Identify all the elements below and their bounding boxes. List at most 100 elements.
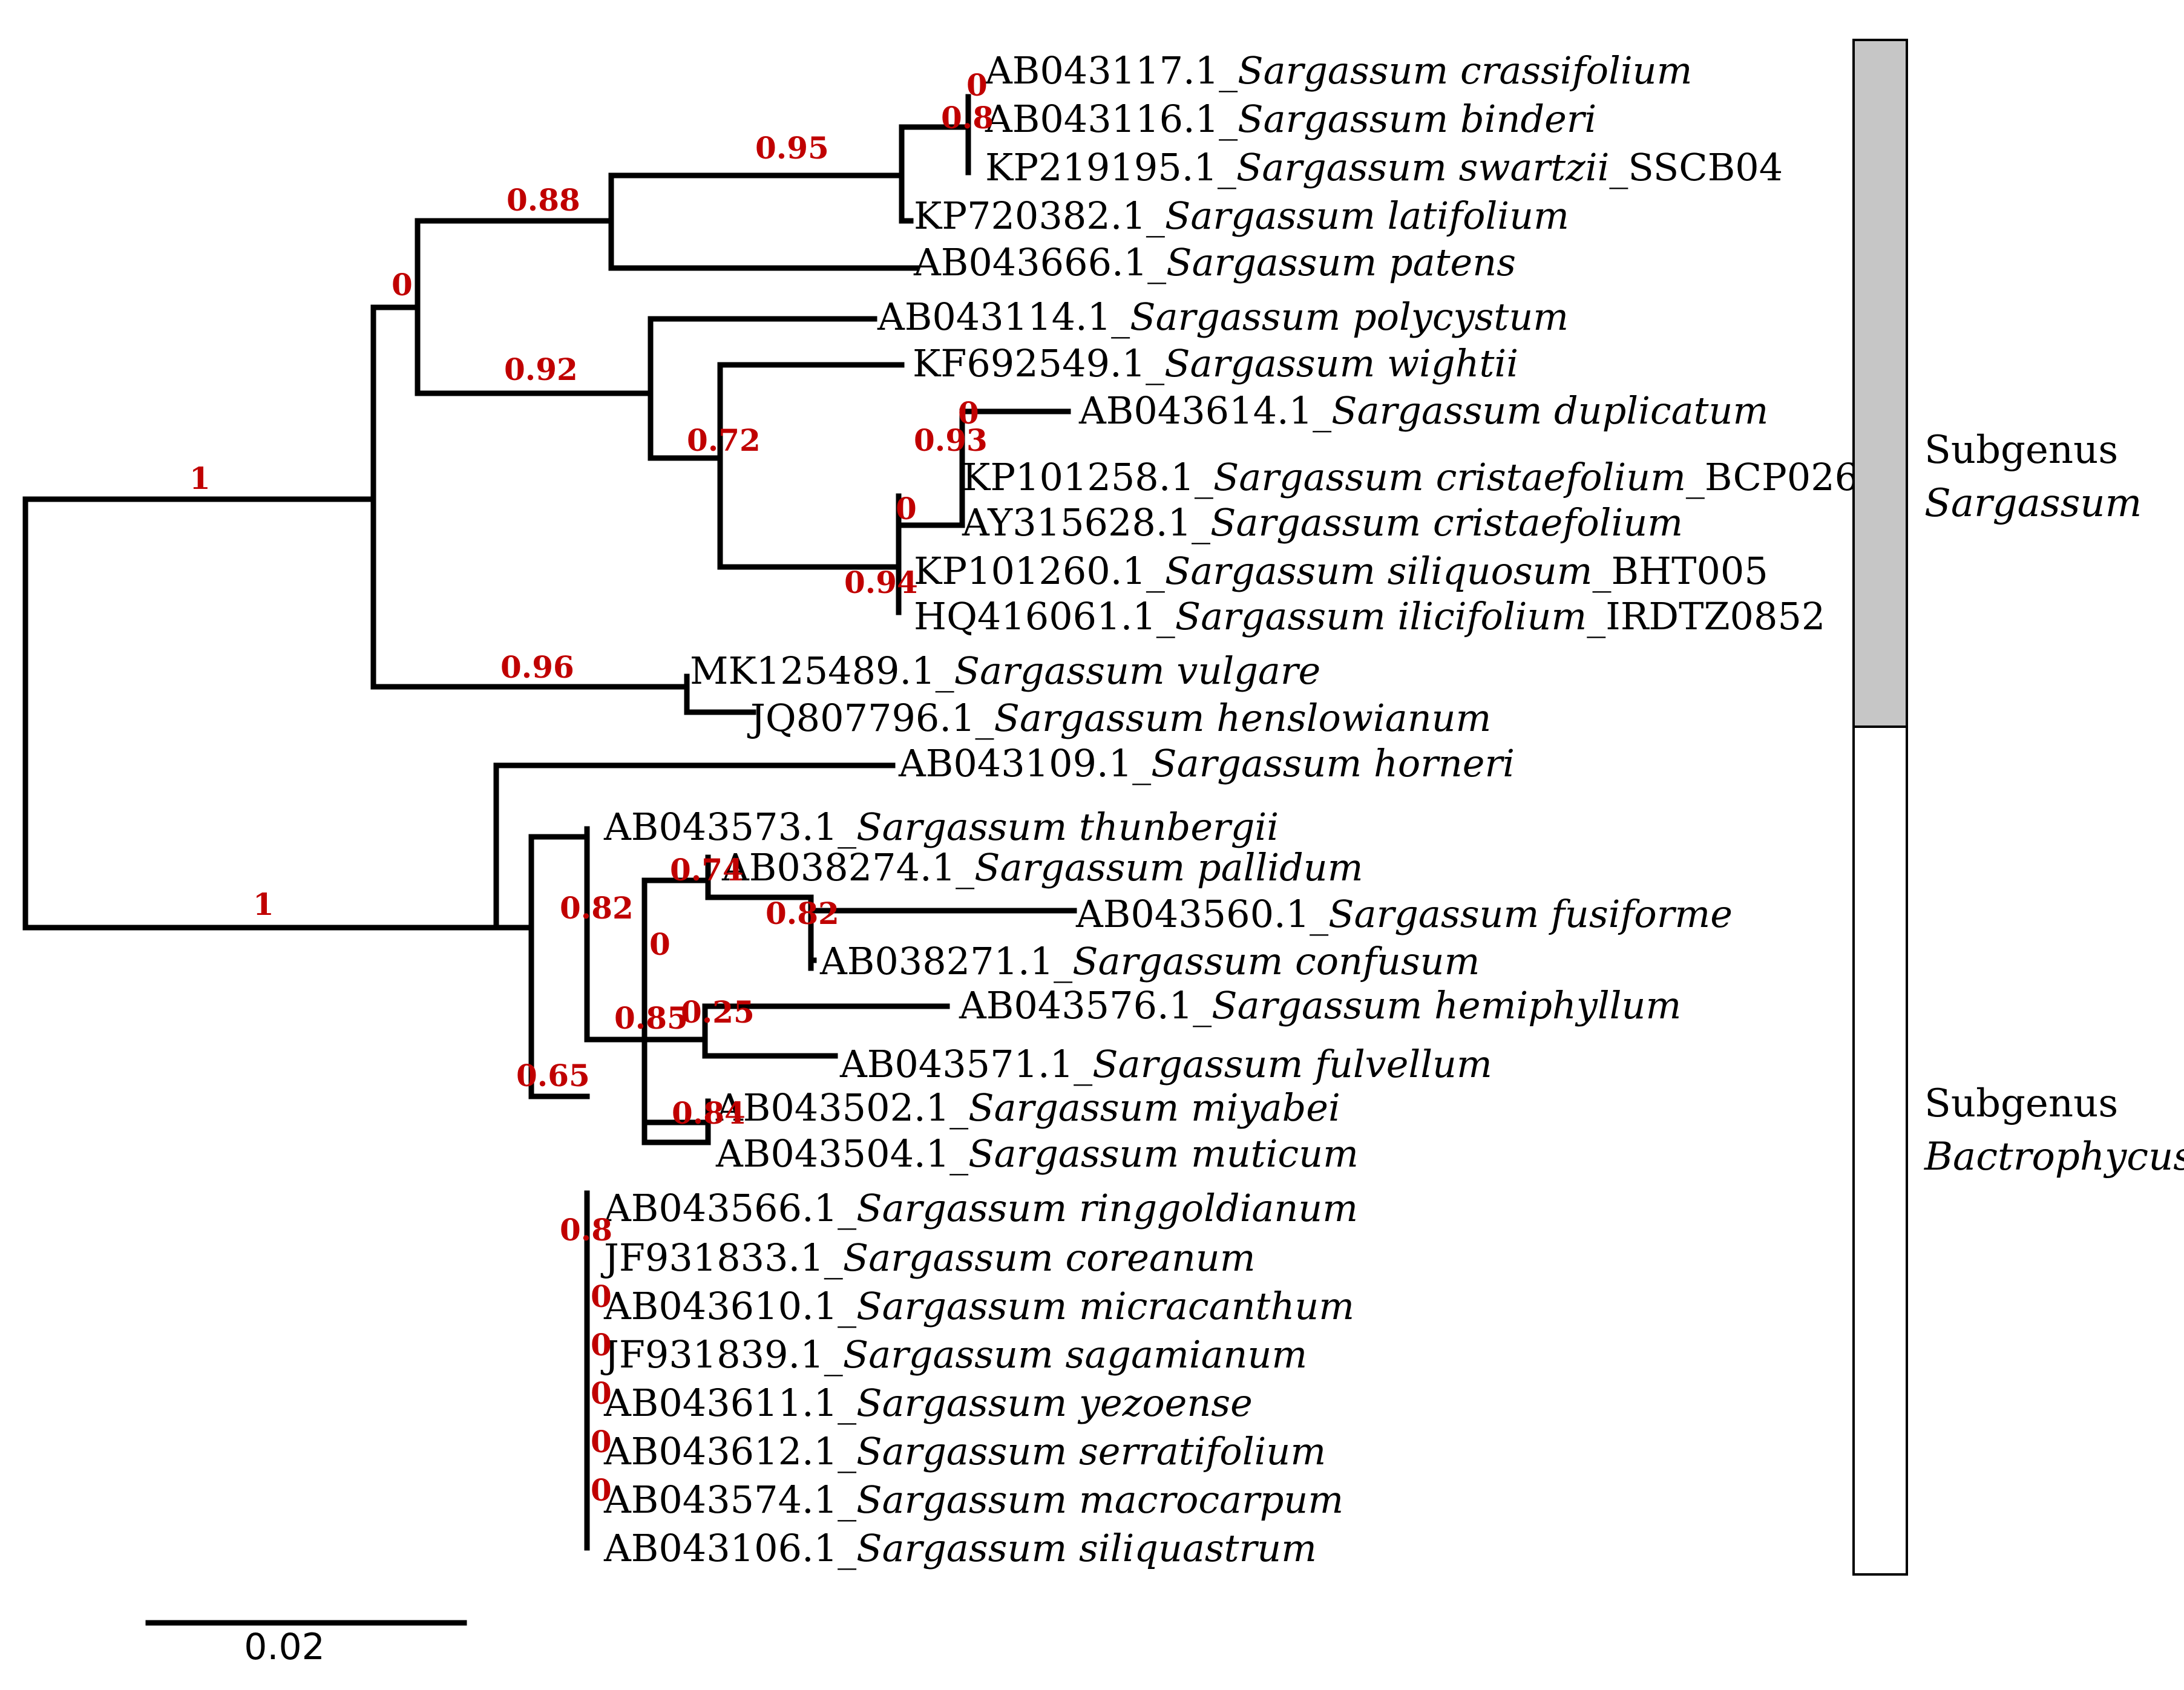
tip-label: AB043502.1_Sargassum miyabei <box>715 1086 1340 1130</box>
tip-species: Sargassum latifolium <box>1165 194 1569 238</box>
support-value: 0.82 <box>766 896 839 931</box>
support-value: 0.84 <box>672 1095 746 1131</box>
tip-species: Sargassum macrocarpum <box>856 1478 1343 1522</box>
tip-accession: JQ807796.1_ <box>747 696 994 740</box>
tip-accession: AB043117.1_ <box>985 48 1238 93</box>
tip-accession: KP101260.1_ <box>914 549 1165 593</box>
tip-species: Sargassum duplicatum <box>1331 388 1768 433</box>
tip-label: AB043106.1_Sargassum siliquastrum <box>603 1526 1317 1570</box>
tip-label: JF931839.1_Sargassum sagamianum <box>600 1332 1307 1377</box>
tip-label: AB043566.1_Sargassum ringgoldianum <box>603 1186 1358 1230</box>
support-value: 0.8 <box>941 100 994 136</box>
subgenus-word: Subgenus <box>1924 428 2118 473</box>
tip-species: Sargassum cristaefolium <box>1210 500 1683 545</box>
support-value: 0.25 <box>681 994 755 1030</box>
support-value: 0.82 <box>560 890 634 926</box>
tip-label: AB043576.1_Sargassum hemiphyllum <box>959 983 1681 1027</box>
support-value: 1 <box>189 460 211 496</box>
tip-label: AB043571.1_Sargassum fulvellum <box>839 1042 1492 1086</box>
tip-accession: AB043502.1_ <box>715 1086 968 1130</box>
tip-label: KP720382.1_Sargassum latifolium <box>914 194 1569 238</box>
tip-label: KP219195.1_Sargassum swartzii_SSCB04 <box>985 145 1783 189</box>
tip-accession: JF931839.1_ <box>600 1332 843 1377</box>
tip-species: Sargassum cristaefolium <box>1213 455 1686 499</box>
tip-accession: AB043576.1_ <box>959 983 1212 1027</box>
subgenus-bactrophycus-label: Subgenus Bactrophycus <box>1924 1081 2184 1179</box>
tip-accession: AB043574.1_ <box>603 1478 856 1522</box>
tip-label: AB043114.1_Sargassum polycystum <box>877 295 1569 339</box>
support-value: 0.88 <box>507 182 580 218</box>
support-value: 0 <box>958 395 979 431</box>
tip-species: Sargassum confusum <box>1072 939 1480 983</box>
tip-label: AY315628.1_Sargassum cristaefolium <box>962 500 1683 545</box>
tip-voucher: _IRDTZ0852 <box>1587 594 1825 638</box>
support-value: 0.65 <box>516 1058 590 1093</box>
tip-accession: AB043614.1_ <box>1078 388 1331 433</box>
scale-bar: 0.02 <box>145 1620 467 1668</box>
support-value: 0.74 <box>670 852 744 888</box>
support-value: 0.94 <box>844 565 918 600</box>
tip-species: Sargassum wightii <box>1164 341 1518 385</box>
tip-accession: AB043106.1_ <box>603 1526 856 1570</box>
subgenus-bactrophycus-bar <box>1852 725 1908 1576</box>
tip-species: Sargassum pallidum <box>974 845 1363 889</box>
tip-accession: HQ416061.1_ <box>914 594 1175 638</box>
tip-label: AB043610.1_Sargassum micracanthum <box>603 1284 1354 1328</box>
tip-species: Sargassum siliquosum <box>1165 549 1593 593</box>
tip-accession: AB043114.1_ <box>877 295 1130 339</box>
tip-accession: AB043116.1_ <box>985 97 1238 141</box>
tip-label: AB043109.1_Sargassum horneri <box>898 741 1515 785</box>
tip-label: AB038274.1_Sargassum pallidum <box>721 845 1363 889</box>
tip-species: Sargassum polycystum <box>1130 295 1569 339</box>
tip-species: Sargassum hemiphyllum <box>1212 983 1681 1027</box>
tip-species: Sargassum horneri <box>1151 741 1515 785</box>
tip-label: JQ807796.1_Sargassum henslowianum <box>747 696 1491 740</box>
tip-accession: KP720382.1_ <box>914 194 1165 238</box>
tip-accession: AB043566.1_ <box>603 1186 856 1230</box>
support-value: 0.93 <box>914 422 988 458</box>
tip-species: Sargassum crassifolium <box>1238 48 1692 93</box>
tip-species: Sargassum muticum <box>968 1132 1359 1176</box>
tip-species: Sargassum fusiforme <box>1328 892 1733 936</box>
tip-species: Sargassum yezoense <box>856 1381 1253 1425</box>
tip-label: AB043116.1_Sargassum binderi <box>985 97 1596 141</box>
tip-labels: AB043117.1_Sargassum crassifoliumAB04311… <box>600 48 1858 1570</box>
tip-accession: AB043571.1_ <box>839 1042 1092 1086</box>
tip-label: AB043504.1_Sargassum muticum <box>715 1132 1359 1176</box>
support-value: 0 <box>591 1375 612 1411</box>
support-value: 0 <box>591 1472 612 1508</box>
tip-accession: AY315628.1_ <box>962 500 1210 545</box>
support-value: 0.8 <box>560 1212 612 1248</box>
tip-species: Sargassum miyabei <box>968 1086 1340 1130</box>
subgenus-name: Bactrophycus <box>1924 1135 2184 1179</box>
scale-bar-label: 0.02 <box>244 1626 325 1668</box>
subgenus-bar <box>1852 39 1908 1576</box>
tip-species: Sargassum thunbergii <box>856 805 1279 849</box>
tip-label: AB043574.1_Sargassum macrocarpum <box>603 1478 1343 1522</box>
tip-accession: AB043666.1_ <box>913 240 1166 284</box>
tip-accession: AB043560.1_ <box>1075 892 1328 936</box>
tip-accession: KF692549.1_ <box>913 341 1164 385</box>
tip-species: Sargassum micracanthum <box>856 1284 1354 1328</box>
tip-species: Sargassum siliquastrum <box>856 1526 1317 1570</box>
tip-accession: JF931833.1_ <box>600 1236 843 1280</box>
tip-species: Sargassum vulgare <box>954 649 1321 693</box>
tip-species: Sargassum swartzii <box>1236 145 1610 189</box>
support-value: 0 <box>649 926 671 962</box>
support-value: 1 <box>253 886 274 922</box>
tip-accession: AB043611.1_ <box>603 1381 856 1425</box>
tip-accession: AB043573.1_ <box>603 805 856 849</box>
tip-label: AB043666.1_Sargassum patens <box>913 240 1516 284</box>
tip-label: AB043611.1_Sargassum yezoense <box>603 1381 1253 1425</box>
support-value: 0.92 <box>504 352 578 387</box>
subgenus-sargassum-bar <box>1852 39 1908 728</box>
support-value: 0 <box>591 1279 612 1314</box>
tip-label: AB043560.1_Sargassum fusiforme <box>1075 892 1733 936</box>
tip-species: Sargassum henslowianum <box>994 696 1492 740</box>
tip-label: AB043614.1_Sargassum duplicatum <box>1078 388 1768 433</box>
tip-species: Sargassum sagamianum <box>843 1332 1307 1377</box>
tip-accession: AB043612.1_ <box>603 1429 856 1473</box>
tip-species: Sargassum coreanum <box>843 1236 1256 1280</box>
tip-label: KP101258.1_Sargassum cristaefolium_BCP02… <box>962 455 1858 499</box>
